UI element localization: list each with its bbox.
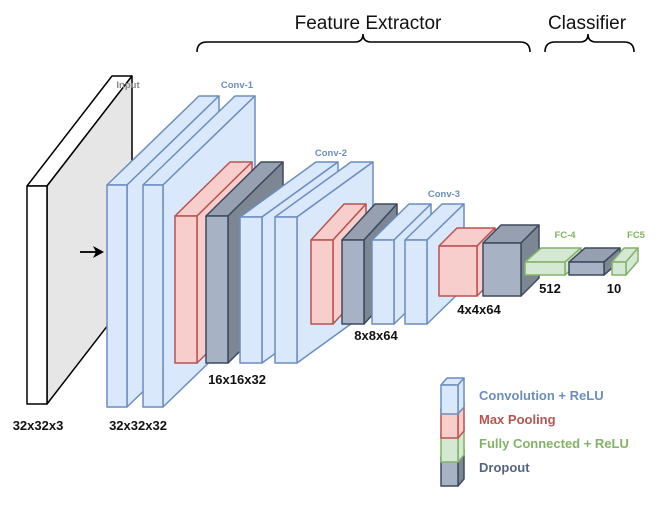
dim-fc5: 10 xyxy=(607,281,621,296)
label-conv1: Conv-1 xyxy=(221,80,254,91)
label-conv2: Conv-2 xyxy=(315,148,347,159)
classifier-heading: Classifier xyxy=(548,13,627,34)
dim-pool2: 8x8x64 xyxy=(354,328,398,343)
legend-label: Dropout xyxy=(479,460,530,475)
label-fc4: FC-4 xyxy=(554,230,576,241)
fc5-block xyxy=(611,247,639,276)
feature-extractor-brace xyxy=(196,33,531,53)
dim-pool3: 4x4x64 xyxy=(457,302,501,317)
input-volume-block xyxy=(26,75,133,405)
classifier-brace xyxy=(544,33,635,53)
label-fc5: FC5 xyxy=(627,230,646,241)
label-conv3: Conv-3 xyxy=(428,189,460,200)
input-arrow xyxy=(80,246,104,258)
dim-conv1: 32x32x32 xyxy=(109,418,167,433)
dim-pool1: 16x16x32 xyxy=(208,372,266,387)
legend-swatch xyxy=(440,377,465,415)
layer-blocks xyxy=(26,75,639,408)
legend-label: Fully Connected + ReLU xyxy=(479,436,629,451)
feature-extractor-heading: Feature Extractor xyxy=(295,13,442,34)
dim-input: 32x32x3 xyxy=(13,418,64,433)
legend-label: Max Pooling xyxy=(479,412,556,427)
label-input: Input xyxy=(116,80,140,91)
legend-label: Convolution + ReLU xyxy=(479,388,604,403)
dim-fc4: 512 xyxy=(539,281,561,296)
